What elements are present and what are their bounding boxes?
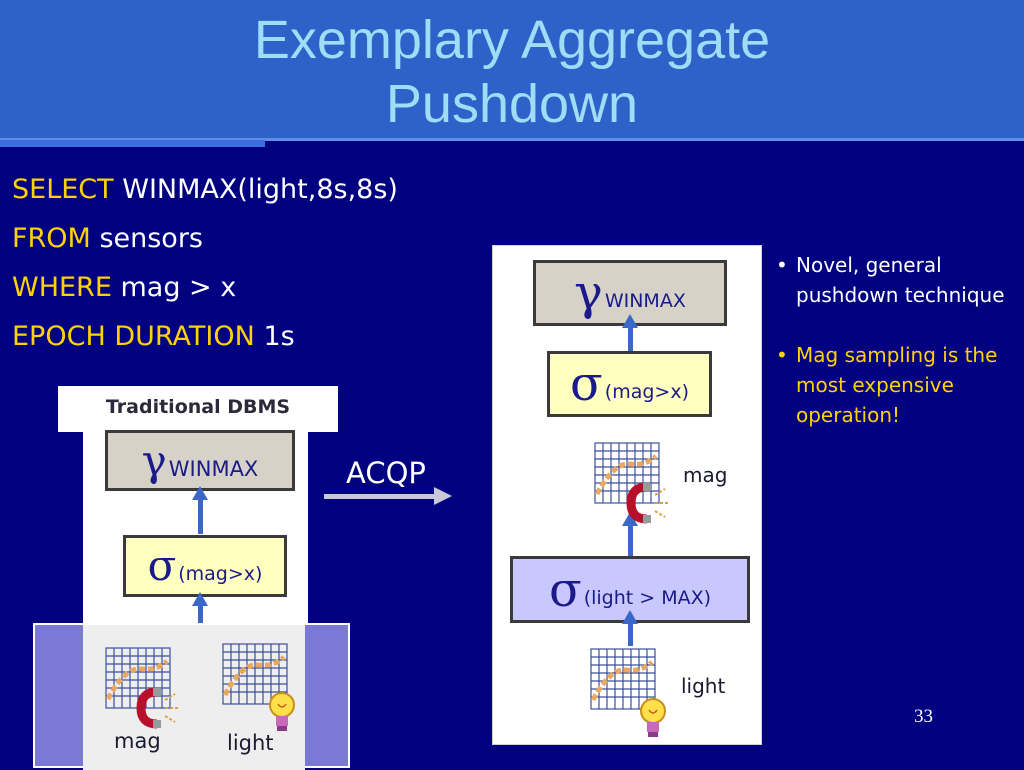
aggregate-function: WINMAX: [168, 456, 259, 481]
flow-arrow: [622, 314, 638, 354]
sensor-label-mag: mag: [683, 463, 728, 487]
right-selection-mag-operator: σ(mag>x): [547, 351, 712, 417]
bullet-list: • Novel, general pushdown technique • Ma…: [776, 250, 1016, 460]
flow-arrow: [622, 512, 638, 556]
lightbulb-icon: [640, 698, 666, 737]
bullet-text: Mag sampling is the most expensive opera…: [796, 343, 998, 427]
sigma-symbol: σ: [548, 561, 582, 618]
sensor-label-light: light: [227, 731, 274, 755]
sql-line-select: SELECT WINMAX(light,8s,8s): [12, 170, 398, 219]
flow-arrow: [622, 610, 638, 646]
sql-line-where: WHERE mag > x: [12, 268, 398, 317]
grid-chart-icon: [222, 643, 288, 705]
sigma-symbol: σ: [570, 356, 603, 412]
sql-keyword: FROM: [12, 223, 91, 254]
bullet-dot: •: [776, 253, 788, 277]
sensor-label-mag: mag: [114, 729, 161, 753]
sql-line-epoch: EPOCH DURATION 1s: [12, 317, 398, 366]
title-divider: [0, 138, 1024, 141]
left-sensor-block: [33, 623, 350, 770]
sql-keyword: EPOCH DURATION: [12, 321, 255, 352]
left-sensor-area: [83, 625, 305, 770]
slide-title-line2: Pushdown: [385, 74, 639, 134]
bullet-item-highlight: • Mag sampling is the most expensive ope…: [776, 340, 1016, 430]
slide-title-line1: Exemplary Aggregate: [253, 10, 771, 70]
bullet-dot: •: [776, 343, 788, 367]
sql-keyword: SELECT: [12, 174, 114, 205]
selection-predicate: (mag>x): [604, 381, 689, 403]
bullet-item: • Novel, general pushdown technique: [776, 250, 1016, 310]
sql-line-from: FROM sensors: [12, 219, 398, 268]
magnet-icon: [626, 483, 669, 524]
selection-predicate: (light > MAX): [583, 586, 712, 609]
magnet-icon: [136, 688, 179, 729]
selection-predicate: (mag>x): [178, 563, 263, 585]
sql-clause: sensors: [99, 223, 203, 254]
acqp-label: ACQP: [346, 456, 426, 490]
gamma-symbol: γ: [574, 265, 603, 321]
title-accent-bar: [0, 140, 265, 147]
sql-clause: mag > x: [120, 272, 237, 303]
sql-query: SELECT WINMAX(light,8s,8s) FROM sensors …: [12, 170, 398, 366]
flow-arrow: [192, 486, 208, 534]
page-number: 33: [914, 706, 933, 727]
bullet-text: Novel, general pushdown technique: [796, 253, 1005, 307]
left-selection-operator: σ(mag>x): [123, 535, 287, 597]
sql-keyword: WHERE: [12, 272, 112, 303]
transform-arrow: [324, 487, 452, 505]
lightbulb-icon: [269, 692, 295, 731]
grid-chart-icon: [590, 648, 656, 710]
sql-clause: 1s: [263, 321, 295, 352]
gamma-symbol: γ: [141, 435, 167, 485]
sigma-symbol: σ: [147, 541, 177, 590]
left-plan-label: Traditional DBMS: [58, 386, 338, 432]
sensor-label-light: light: [681, 674, 726, 698]
flow-arrow: [192, 592, 208, 638]
slide-title: Exemplary Aggregate Pushdown: [0, 8, 1024, 136]
title-band: [0, 0, 1024, 140]
sql-clause: WINMAX(light,8s,8s): [122, 174, 398, 205]
grid-chart-icon: [594, 442, 660, 504]
aggregate-function: WINMAX: [604, 290, 686, 312]
